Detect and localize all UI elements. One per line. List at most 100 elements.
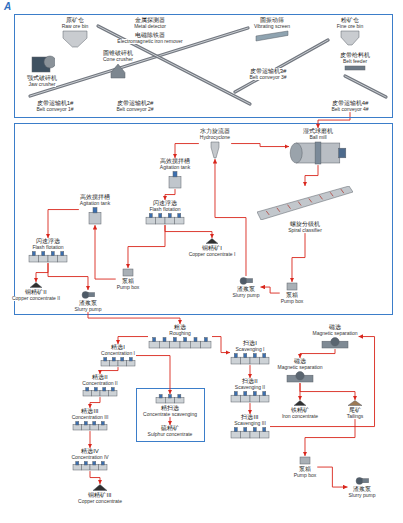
icon-part — [89, 212, 101, 224]
english-label: Belt conveyor 2# — [115, 107, 154, 113]
jaw-icon — [29, 54, 55, 74]
spiral-mark — [288, 205, 291, 209]
belt-line — [98, 26, 250, 104]
flow-arrow — [165, 189, 175, 200]
icon-part — [39, 255, 49, 262]
english-label: Scavenging II — [234, 385, 266, 391]
pile-icon — [92, 484, 108, 491]
chinese-label: 渣浆泵 — [236, 286, 256, 293]
english-label: Fine ore bin — [336, 24, 364, 30]
english-label: Slurry pump — [74, 307, 103, 313]
chinese-label: 精选II — [91, 374, 108, 381]
english-label: Agitation tank — [159, 165, 191, 171]
chinese-label: 电磁除铁器 — [134, 32, 166, 39]
equipment-node: 精选IVConcentration IV — [70, 448, 109, 471]
chinese-label: 皮带给料机 — [339, 52, 371, 59]
equipment-node: 渣浆泵Slurry pump — [232, 276, 261, 298]
icon-part — [63, 31, 87, 47]
icon-part — [76, 462, 79, 466]
chinese-label: 圆锥破碎机 — [102, 50, 134, 57]
english-label: Belt conveyor 4# — [330, 107, 369, 113]
icon-part — [341, 31, 359, 45]
flow-arrow — [88, 312, 180, 324]
flow-arrow — [212, 337, 230, 353]
icon-part — [92, 391, 101, 397]
icon-part — [104, 358, 107, 362]
icon-part — [51, 252, 54, 256]
icon-part — [165, 398, 174, 404]
english-label: Belt conveyor 3# — [248, 75, 287, 81]
pumpbox-icon — [286, 282, 298, 291]
english-label: Copper concentrate — [77, 499, 123, 505]
icon-part — [253, 392, 256, 396]
cone-icon — [109, 63, 127, 79]
equipment-node: 铜精矿IICopper concentrate II — [11, 282, 61, 301]
chinese-label: 湿式球磨机 — [302, 128, 334, 135]
equipment-node: 尾矿Tailings — [346, 400, 365, 419]
chinese-label: 磁选 — [293, 358, 307, 365]
icon-part — [231, 357, 241, 364]
sulphur-section-frame — [137, 389, 205, 442]
equipment-node: 硫精矿Sulphur concentrate — [147, 425, 194, 437]
chinese-label: 精选IV — [80, 448, 100, 455]
icon-part — [101, 361, 110, 367]
icon-part — [250, 431, 260, 438]
icon-part — [82, 425, 91, 431]
flow-arrow — [36, 263, 48, 282]
flow-arrow — [95, 225, 116, 279]
flow-arrow — [90, 431, 91, 448]
equipment-node: 闪速浮选Flash flotation — [145, 200, 185, 225]
icon-part — [211, 142, 219, 158]
chinese-label: 渣浆泵 — [78, 300, 98, 307]
chinese-label: 硫精矿 — [160, 425, 180, 432]
equipment-node: 闪速浮选Flash flotation — [28, 238, 68, 263]
icon-part — [300, 457, 310, 464]
icon-part — [112, 358, 115, 362]
icon-part — [169, 176, 181, 188]
equipment-node: 高效搅拌槽Agitation tank — [79, 194, 111, 225]
english-label: Agitation tank — [79, 201, 111, 207]
belt-conveyors — [30, 26, 386, 104]
flow-arrow — [317, 467, 347, 487]
equipment-node: 粉矿仓Fine ore bin — [336, 17, 364, 46]
icon-part — [256, 31, 288, 41]
flow-arrow — [90, 397, 100, 408]
cells-icon — [148, 337, 212, 349]
icon-part — [287, 283, 297, 290]
equipment-node: 精扫选Concentrate scavenging — [142, 394, 198, 417]
english-label: Scavenging I — [235, 347, 266, 353]
icon-part — [94, 388, 97, 392]
icon-part — [76, 422, 79, 426]
chinese-label: 精选III — [80, 408, 99, 415]
icon-part — [175, 398, 184, 404]
icon-part — [89, 293, 95, 297]
icon-part — [127, 361, 136, 367]
bin-icon — [62, 30, 88, 48]
equipment-node: 皮带运输机1#Belt conveyor 1# — [35, 100, 74, 112]
pile-icon — [205, 238, 219, 244]
icon-part — [244, 392, 247, 396]
icon-part — [123, 269, 133, 276]
flow-arrow — [305, 419, 355, 456]
flow-arrow — [118, 337, 148, 344]
icon-part — [99, 465, 108, 471]
icon-part — [250, 395, 260, 402]
english-label: Electromagnetic iron remover — [116, 39, 183, 45]
pile-icon — [29, 282, 43, 288]
icon-part — [339, 148, 346, 158]
icon-part — [231, 431, 241, 438]
icon-part — [42, 252, 45, 256]
icon-part — [100, 391, 109, 397]
chinese-label: 闪速浮选 — [152, 200, 178, 207]
flow-arrow — [231, 144, 289, 147]
icon-part — [146, 217, 156, 224]
spiral-mark — [341, 189, 344, 193]
icon-part — [111, 64, 125, 78]
english-label: Slurry pump — [232, 293, 261, 299]
flow-arrow — [170, 417, 171, 425]
icon-part — [111, 388, 114, 392]
equipment-node: 水力旋流器Hydrocyclone — [199, 128, 231, 159]
chinese-label: 泵箱 — [285, 292, 299, 299]
chinese-label: 泵箱 — [121, 278, 135, 285]
icon-part — [129, 358, 132, 362]
